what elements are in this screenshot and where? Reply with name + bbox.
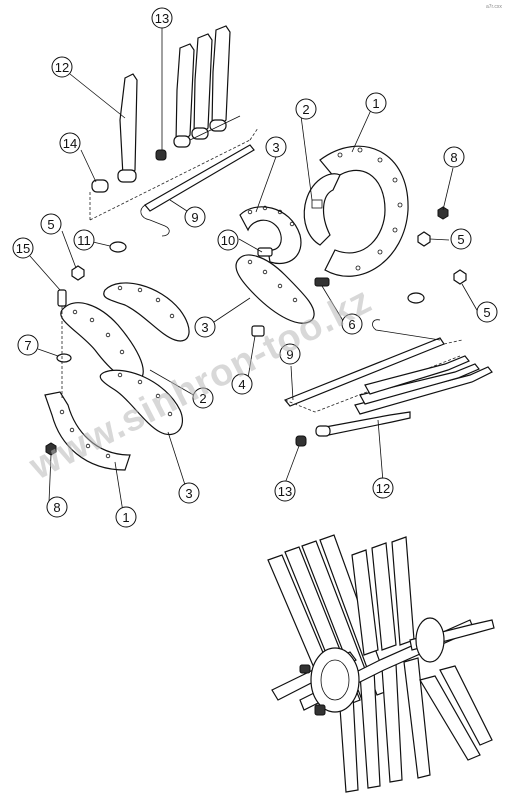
callout-3: 14 [59, 132, 81, 154]
rod-upper [140, 144, 255, 237]
callout-label: 3 [185, 486, 192, 501]
callout-23: 1 [115, 506, 137, 528]
tine-triple-upper [173, 25, 241, 148]
bolt-4 [251, 325, 265, 337]
callout-label: 10 [221, 233, 235, 248]
nut-5-right-top [417, 231, 431, 247]
callout-label: 6 [348, 317, 355, 332]
tine-single-upper [117, 73, 138, 183]
callout-8: 9 [184, 206, 206, 228]
callout-label: 13 [155, 11, 169, 26]
callout-11: 11 [73, 229, 95, 251]
bolt-10 [257, 247, 273, 257]
callout-label: 8 [450, 150, 457, 165]
callout-label: 7 [24, 338, 31, 353]
washer-7 [56, 353, 72, 363]
callout-label: 1 [372, 96, 379, 111]
callout-17: 7 [17, 334, 39, 356]
flange-plate-2-right [303, 173, 341, 246]
assembled-rotor-view [267, 534, 495, 793]
callout-24: 13 [274, 480, 296, 502]
callout-12: 15 [12, 237, 34, 259]
flange-plate-3-left [103, 282, 190, 342]
callout-9: 10 [217, 229, 239, 251]
callout-label: 5 [483, 305, 490, 320]
tine-triple-lower [354, 355, 493, 415]
callout-21: 3 [178, 482, 200, 504]
bolt-15 [57, 289, 67, 307]
callout-1: 13 [151, 7, 173, 29]
callout-label: 12 [55, 60, 69, 75]
callout-label: 5 [457, 232, 464, 247]
callout-10: 5 [40, 213, 62, 235]
callout-label: 3 [201, 320, 208, 335]
callout-22: 8 [46, 496, 68, 518]
tine-single-lower [315, 411, 411, 437]
callout-label: 4 [238, 377, 245, 392]
callout-5: 1 [365, 92, 387, 114]
callout-label: 14 [63, 136, 77, 151]
callout-19: 9 [279, 343, 301, 365]
nut-8-left [45, 442, 57, 456]
flange-plate-3-mid [235, 254, 315, 324]
callout-label: 12 [376, 481, 390, 496]
corner-mark: a7r.cxx [486, 4, 502, 10]
nut-lower [295, 435, 307, 447]
spacer-bushing [91, 179, 109, 193]
callout-4: 2 [295, 98, 317, 120]
callout-label: 9 [286, 347, 293, 362]
callout-20: 2 [192, 387, 214, 409]
flange-plate-2-left [60, 302, 144, 383]
callout-18: 4 [231, 373, 253, 395]
flange-plate-1-left [44, 391, 131, 471]
callout-14: 3 [194, 316, 216, 338]
callout-label: 15 [16, 241, 30, 256]
callout-6: 3 [265, 136, 287, 158]
washer-right [407, 292, 425, 304]
callout-15: 6 [341, 313, 363, 335]
callout-2: 12 [51, 56, 73, 78]
nut-5-left [71, 265, 85, 281]
callout-leaders [29, 26, 479, 513]
callout-7: 8 [443, 146, 465, 168]
nut-upper [155, 149, 167, 161]
callout-label: 13 [278, 484, 292, 499]
callout-13: 5 [450, 228, 472, 250]
flange-plate-1-right [319, 145, 409, 277]
callout-label: 9 [191, 210, 198, 225]
callout-label: 11 [77, 233, 91, 248]
nut-8-right [437, 206, 449, 220]
callout-label: 1 [122, 510, 129, 525]
callout-25: 12 [372, 477, 394, 499]
flange-plate-3-lower [99, 369, 183, 436]
callout-label: 3 [272, 140, 279, 155]
callout-16: 5 [476, 301, 498, 323]
callout-label: 2 [302, 102, 309, 117]
nut-5-right-mid [453, 269, 467, 285]
callout-label: 5 [47, 217, 54, 232]
washer-11 [109, 241, 127, 253]
callout-label: 8 [53, 500, 60, 515]
callout-label: 2 [199, 391, 206, 406]
bolt-6 [314, 277, 330, 287]
assembly-line-upper [89, 127, 259, 221]
